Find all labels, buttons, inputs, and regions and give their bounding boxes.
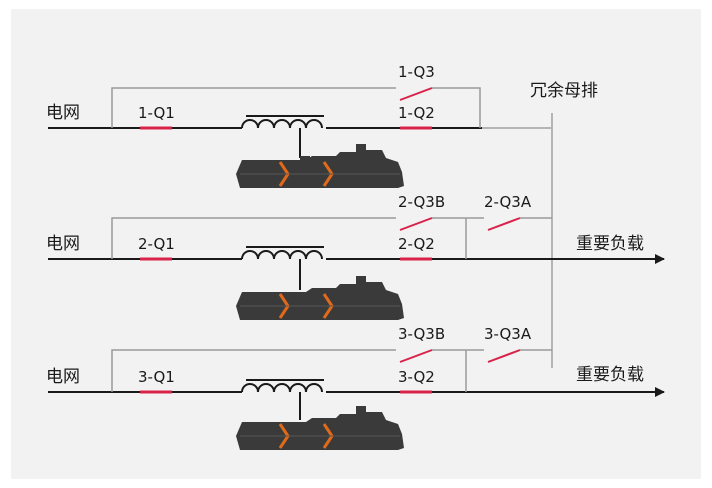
q3b-label: 3-Q3B — [398, 325, 445, 343]
grid-label: 电网 — [46, 234, 80, 254]
feeder-row-1: 电网 1-Q1 1-Q2 1-Q3 — [46, 63, 552, 188]
generator-machine-icon — [236, 144, 404, 188]
bypass-loop — [111, 87, 481, 128]
transformer-coil-icon — [241, 246, 326, 290]
q2-label: 3-Q2 — [398, 368, 435, 386]
q3a-label: 2-Q3A — [484, 193, 532, 211]
q3a-breaker — [487, 217, 521, 231]
generator-machine-icon — [236, 276, 404, 320]
q3a-label: 3-Q3A — [484, 325, 532, 343]
q3-label: 1-Q3 — [398, 63, 435, 81]
q2-label: 2-Q2 — [398, 235, 435, 253]
bypass-loop — [111, 217, 552, 259]
feeder-row-3: 电网 3-Q1 3-Q2 3-Q3B 3-Q3A 重要负载 — [46, 325, 665, 450]
load-label: 重要负载 — [576, 365, 644, 385]
bypass-loop — [111, 349, 552, 392]
feeder-row-2: 电网 2-Q1 2-Q2 2-Q3B 2-Q3A 重要负载 — [46, 193, 665, 320]
grid-label: 电网 — [46, 367, 80, 387]
q3b-breaker — [399, 217, 433, 231]
q1-label: 3-Q1 — [138, 368, 175, 386]
q3a-breaker — [487, 349, 521, 363]
q3b-label: 2-Q3B — [398, 193, 445, 211]
grid-label: 电网 — [46, 103, 80, 123]
busbar-label: 冗余母排 — [530, 81, 598, 101]
q1-label: 1-Q1 — [138, 104, 175, 122]
generator-machine-icon — [236, 406, 404, 450]
q1-label: 2-Q1 — [138, 235, 175, 253]
q3b-breaker — [399, 349, 433, 363]
load-label: 重要负载 — [576, 234, 644, 254]
q3-breaker — [399, 87, 433, 101]
transformer-coil-icon — [241, 379, 326, 420]
transformer-coil-icon — [241, 115, 326, 158]
q2-label: 1-Q2 — [398, 104, 435, 122]
